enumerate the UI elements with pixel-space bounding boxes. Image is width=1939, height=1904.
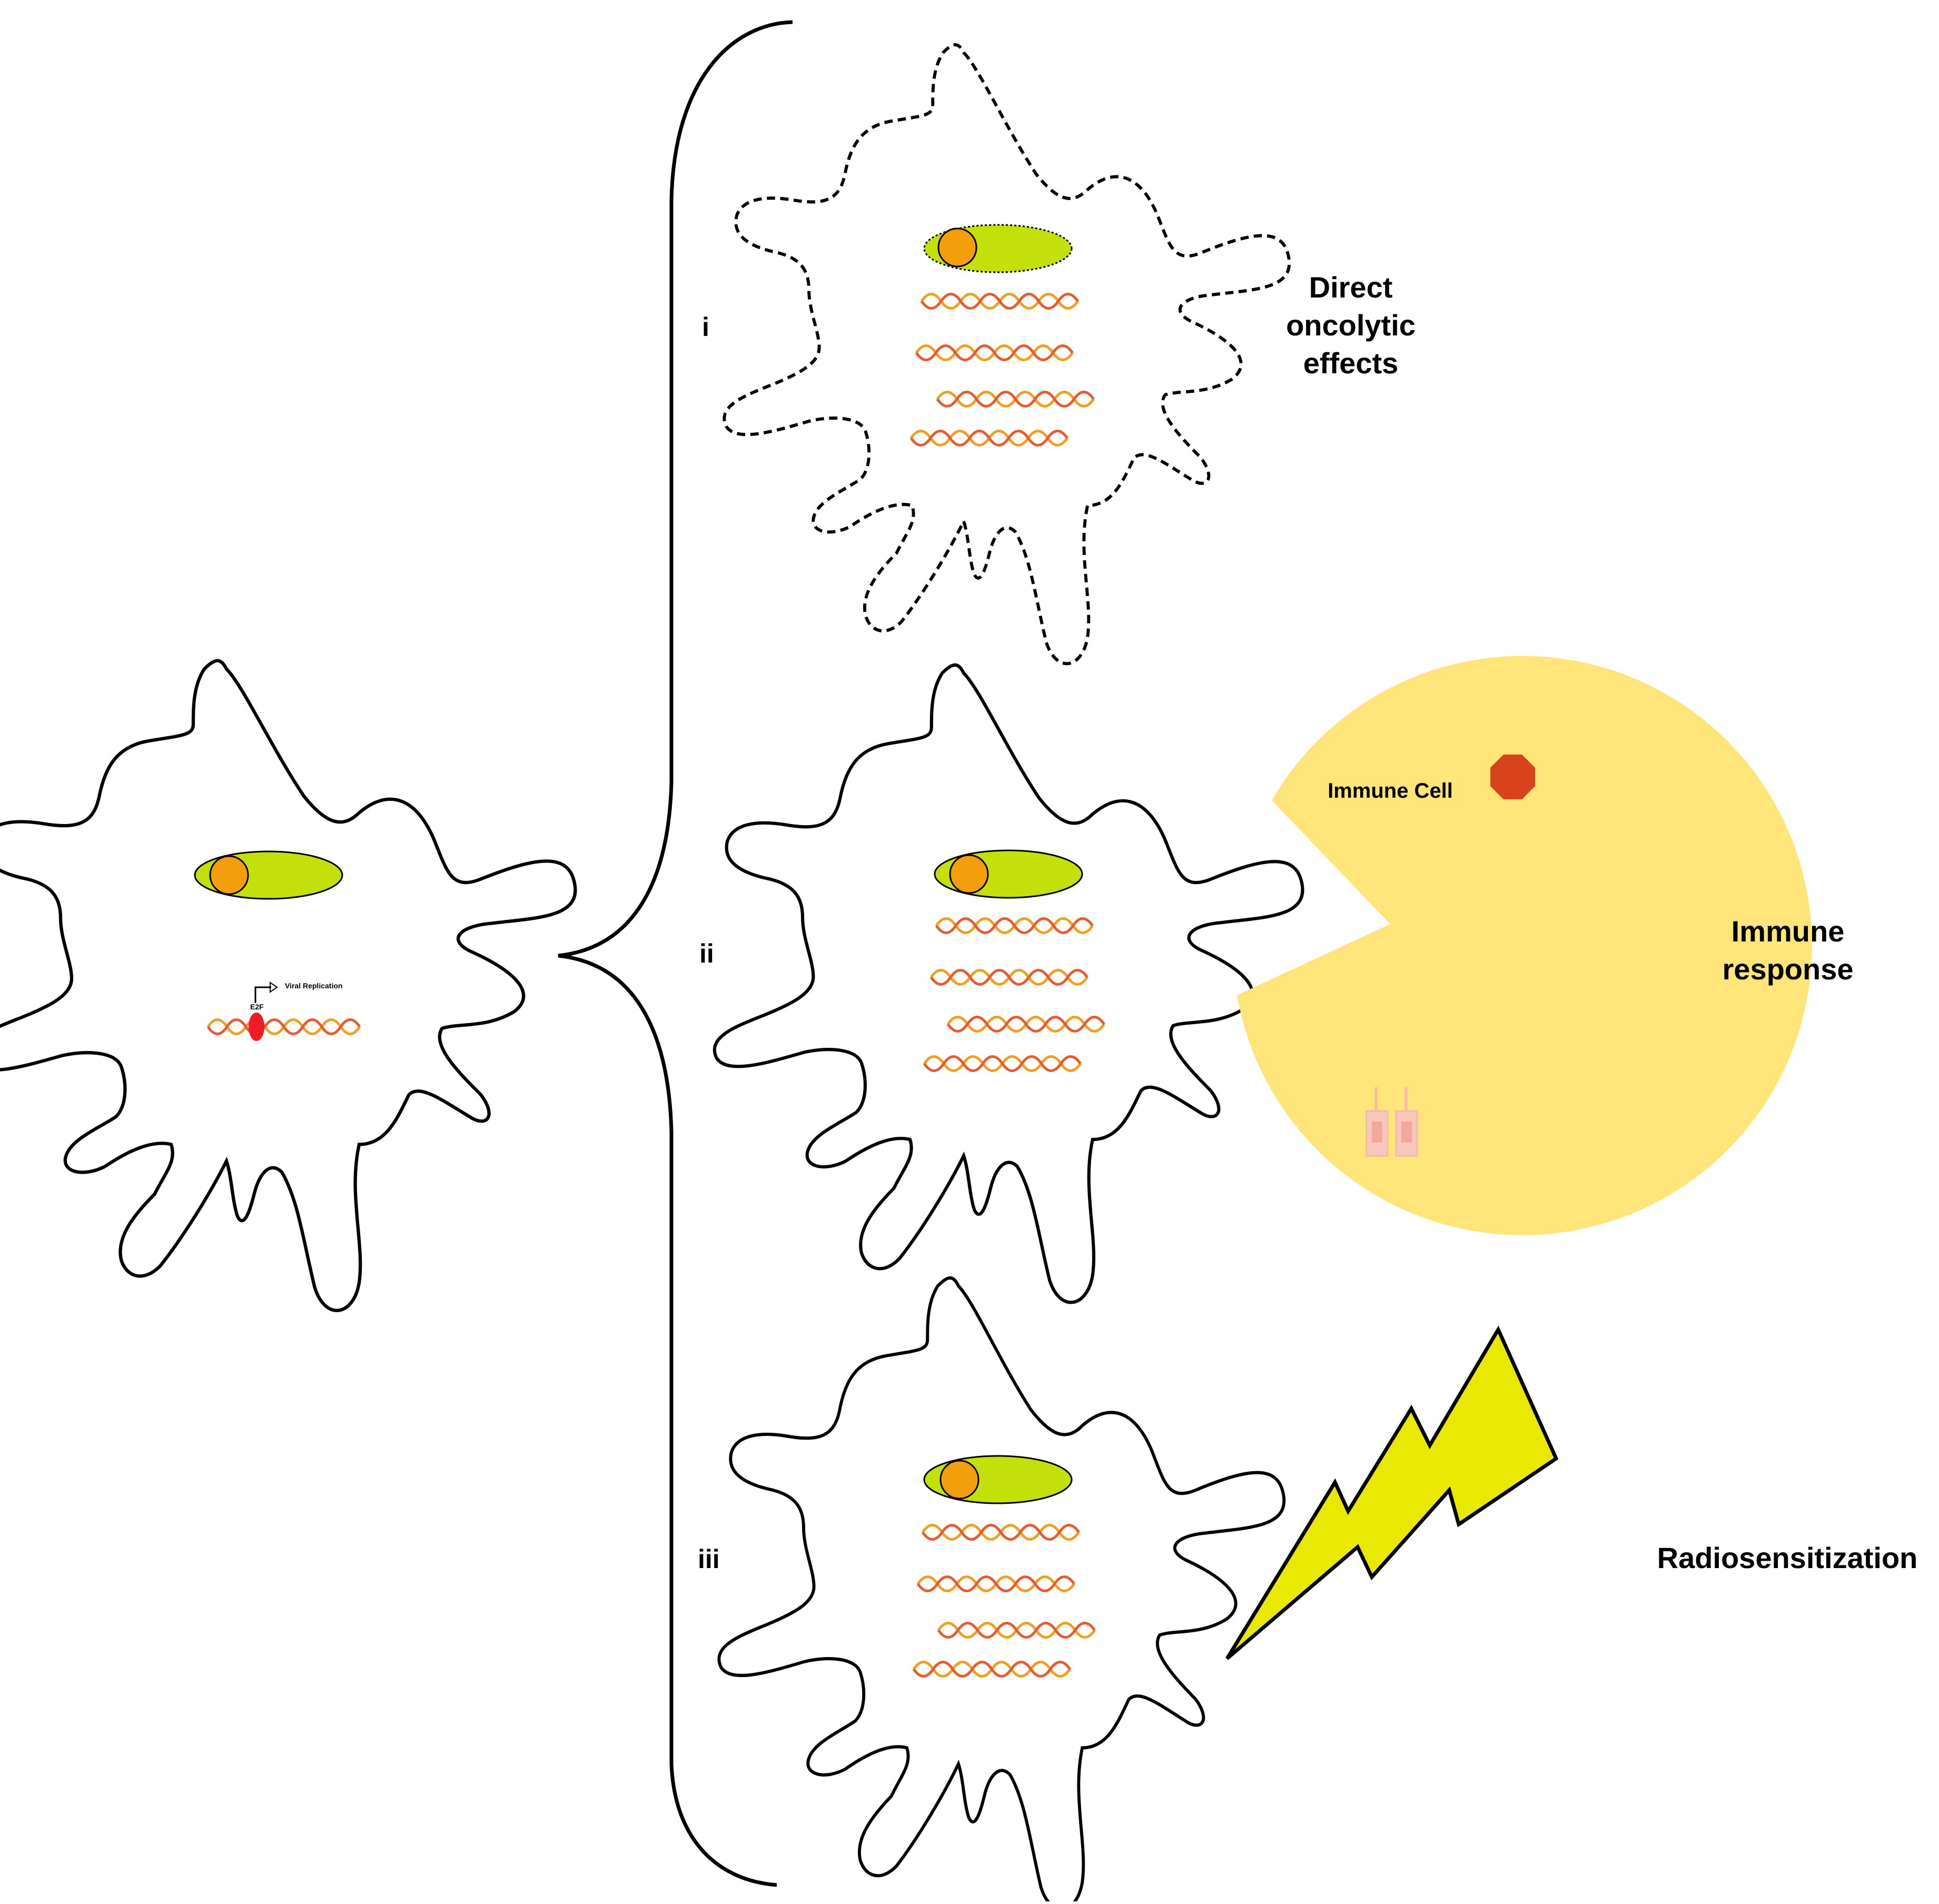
- panel-i-nucleus: [923, 224, 1073, 273]
- left-nucleolus: [209, 855, 249, 895]
- immune-cell-label: Immune Cell: [1328, 779, 1453, 802]
- immune-cell-pacman: [1237, 656, 1812, 1235]
- panel-ii-tumor-cell: [715, 665, 1303, 1303]
- left-dna: [208, 1020, 360, 1034]
- roman-i: i: [702, 312, 709, 342]
- svg-text:oncolytic: oncolytic: [1286, 309, 1416, 342]
- radiosensitization-label: Radiosensitization: [1657, 1541, 1918, 1574]
- viral-replication-label: Viral Replication: [285, 981, 342, 990]
- lysed-tumor-cell: [724, 45, 1289, 663]
- dashed-membrane: [724, 45, 1289, 663]
- lightning-bolt-icon: [1225, 1325, 1559, 1660]
- e2f-label: E2F: [250, 1003, 264, 1011]
- svg-text:Immune: Immune: [1732, 915, 1845, 948]
- curly-brace: [558, 20, 793, 1887]
- svg-text:response: response: [1723, 953, 1854, 986]
- e2f-factor: [249, 1013, 264, 1041]
- immune-response-label: Immune response: [1723, 915, 1854, 986]
- panel-iii-dna: [914, 1525, 1095, 1677]
- panel-ii-nucleus: [934, 849, 1083, 899]
- panel-ii-dna: [924, 919, 1104, 1071]
- antigen-octagon: [1490, 755, 1535, 799]
- panel-i-dna: [911, 294, 1094, 445]
- immune-receptors: [1366, 1087, 1418, 1157]
- svg-text:Direct: Direct: [1309, 271, 1393, 304]
- promoter-arrow-icon: [254, 981, 278, 1003]
- roman-ii: ii: [699, 939, 714, 968]
- roman-iii: iii: [698, 1544, 720, 1574]
- direct-oncolytic-label: Direct oncolytic effects: [1286, 271, 1416, 380]
- left-nucleus: [194, 850, 343, 900]
- svg-text:effects: effects: [1303, 346, 1399, 380]
- panel-iii-nucleus: [923, 1455, 1073, 1504]
